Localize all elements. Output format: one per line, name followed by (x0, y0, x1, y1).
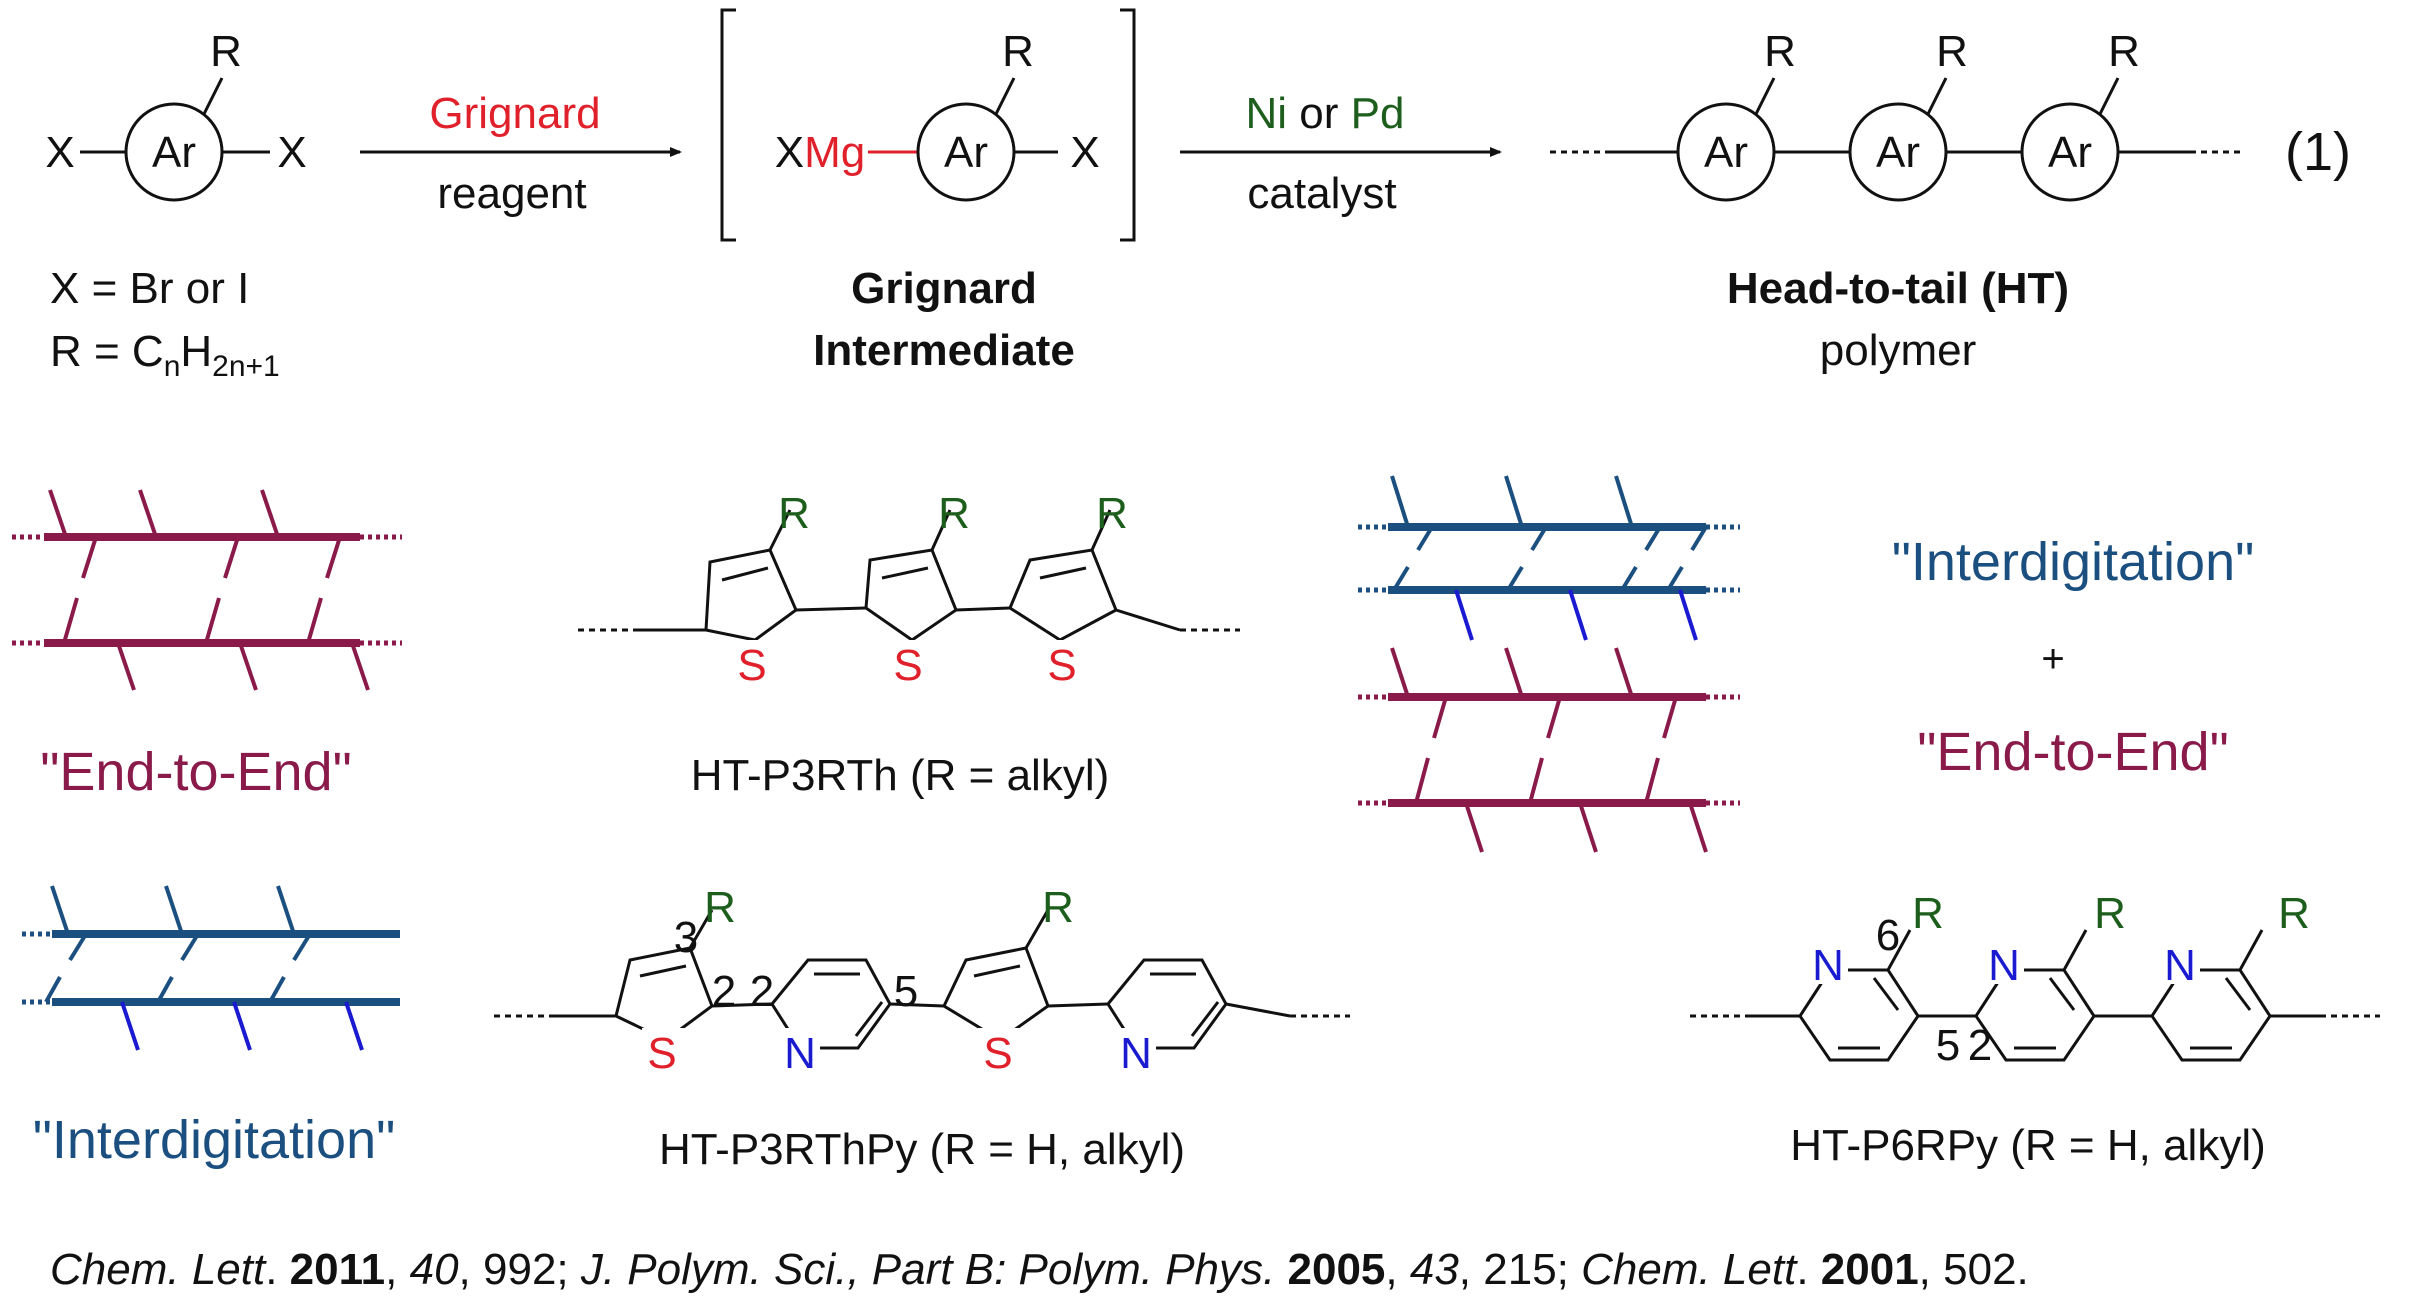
catalyst-metals: Ni or Pd (1246, 89, 1405, 138)
reaction-scheme (80, 8, 2240, 242)
polymer-caption-2: polymer (1820, 326, 1977, 375)
definition-x: X = Br or I (50, 264, 249, 313)
p6rpy-caption: HT-P6RPy (R = H, alkyl) (1790, 1121, 2266, 1170)
ht-p3rth-labels: S S S R R R HT-P3RTh (R = alkyl) (691, 489, 1128, 800)
definition-r: R = CnH2n+1 (50, 327, 280, 383)
grignard-reagent-label: Grignard (429, 89, 600, 138)
intermediate-caption-1: Grignard (851, 264, 1037, 313)
intermediate-xmg: XMg (775, 128, 865, 177)
p6rpy-n-1: N (1812, 941, 1844, 990)
polymer-ar-1: Ar (1704, 128, 1748, 177)
grignard-intermediate-structure (868, 77, 1058, 202)
p3rthpy-s-1: S (647, 1029, 676, 1078)
p6rpy-n-2: N (1988, 941, 2020, 990)
p3rth-caption: HT-P3RTh (R = alkyl) (691, 751, 1110, 800)
p3rthpy-num-2b: 2 (750, 967, 774, 1016)
intermediate-r: R (1002, 27, 1034, 76)
intermediate-ar: Ar (944, 128, 988, 177)
ht-p6rpy-structure (1690, 929, 2380, 1062)
ht-p6rpy-labels: N N N R R R 6 5 2 HT-P6RPy (R = H, alkyl… (1790, 889, 2310, 1170)
p3rthpy-n-2: N (1120, 1029, 1152, 1078)
interdigitation-label: "Interdigitation" (33, 1110, 396, 1170)
end-to-end-packing (12, 489, 402, 691)
interdigitation-packing (22, 885, 400, 1051)
monomer (80, 77, 270, 202)
ht-polymer-structure (1550, 77, 2240, 202)
polymer-ar-3: Ar (2048, 128, 2092, 177)
p3rth-s-1: S (737, 641, 766, 690)
p3rthpy-n-1: N (784, 1029, 816, 1078)
reagent-label: reagent (437, 169, 586, 218)
end-to-end-label-right: "End-to-End" (1917, 722, 2229, 782)
bracket-right (1120, 8, 1136, 242)
monomer-x-left: X (45, 128, 74, 177)
p6rpy-num-2: 2 (1968, 1021, 1992, 1070)
polymer-ar-2: Ar (1876, 128, 1920, 177)
end-to-end-label: "End-to-End" (40, 742, 352, 802)
p3rth-r-3: R (1096, 489, 1128, 538)
p3rth-r-2: R (938, 489, 970, 538)
polymer-caption-1: Head-to-tail (HT) (1727, 264, 2069, 313)
ht-p3rthpy-labels: S N S N R R 3 2 2 5 HT-P3RThPy (R = H, a… (642, 883, 1185, 1174)
scheme-labels: R X Ar X Grignard reagent R XMg Ar X Ni … (45, 27, 2351, 383)
bracket-left (720, 8, 736, 242)
equation-number: (1) (2285, 122, 2351, 182)
p3rthpy-r-2: R (1042, 883, 1074, 932)
citation-line: Chem. Lett. 2011, 40, 992; J. Polym. Sci… (50, 1245, 2029, 1294)
polymer-r-2: R (1936, 27, 1968, 76)
ht-p3rth-structure (578, 509, 1240, 642)
catalyst-label: catalyst (1247, 169, 1396, 218)
p3rth-s-3: S (1047, 641, 1076, 690)
intermediate-caption-2: Intermediate (813, 326, 1075, 375)
p3rthpy-num-3: 3 (674, 913, 698, 962)
ht-p3rthpy-structure (494, 909, 1350, 1050)
p6rpy-r-2: R (2094, 889, 2126, 938)
p6rpy-r-1: R (1912, 889, 1944, 938)
interdigitation-packing-right (1358, 475, 1740, 641)
p6rpy-num-6: 6 (1876, 911, 1900, 960)
end-to-end-packing-right (1358, 647, 1740, 853)
monomer-x-right: X (277, 128, 306, 177)
p3rthpy-r-1: R (704, 883, 736, 932)
p6rpy-num-5: 5 (1936, 1021, 1960, 1070)
packing-labels: "End-to-End" "Interdigitation" "Interdig… (33, 532, 2255, 1170)
p3rth-r-1: R (778, 489, 810, 538)
plus-sign: + (2041, 637, 2064, 681)
polymer-r-3: R (2108, 27, 2140, 76)
interdigitation-label-right: "Interdigitation" (1892, 532, 2255, 592)
p6rpy-n-3: N (2164, 941, 2196, 990)
intermediate-x: X (1070, 128, 1099, 177)
p3rth-s-2: S (893, 641, 922, 690)
polymer-r-1: R (1764, 27, 1796, 76)
p3rthpy-num-2a: 2 (712, 967, 736, 1016)
p3rthpy-num-5: 5 (894, 967, 918, 1016)
monomer-ar: Ar (152, 128, 196, 177)
p3rthpy-s-2: S (983, 1029, 1012, 1078)
p3rthpy-caption: HT-P3RThPy (R = H, alkyl) (659, 1125, 1185, 1174)
p6rpy-r-3: R (2278, 889, 2310, 938)
monomer-r: R (210, 27, 242, 76)
